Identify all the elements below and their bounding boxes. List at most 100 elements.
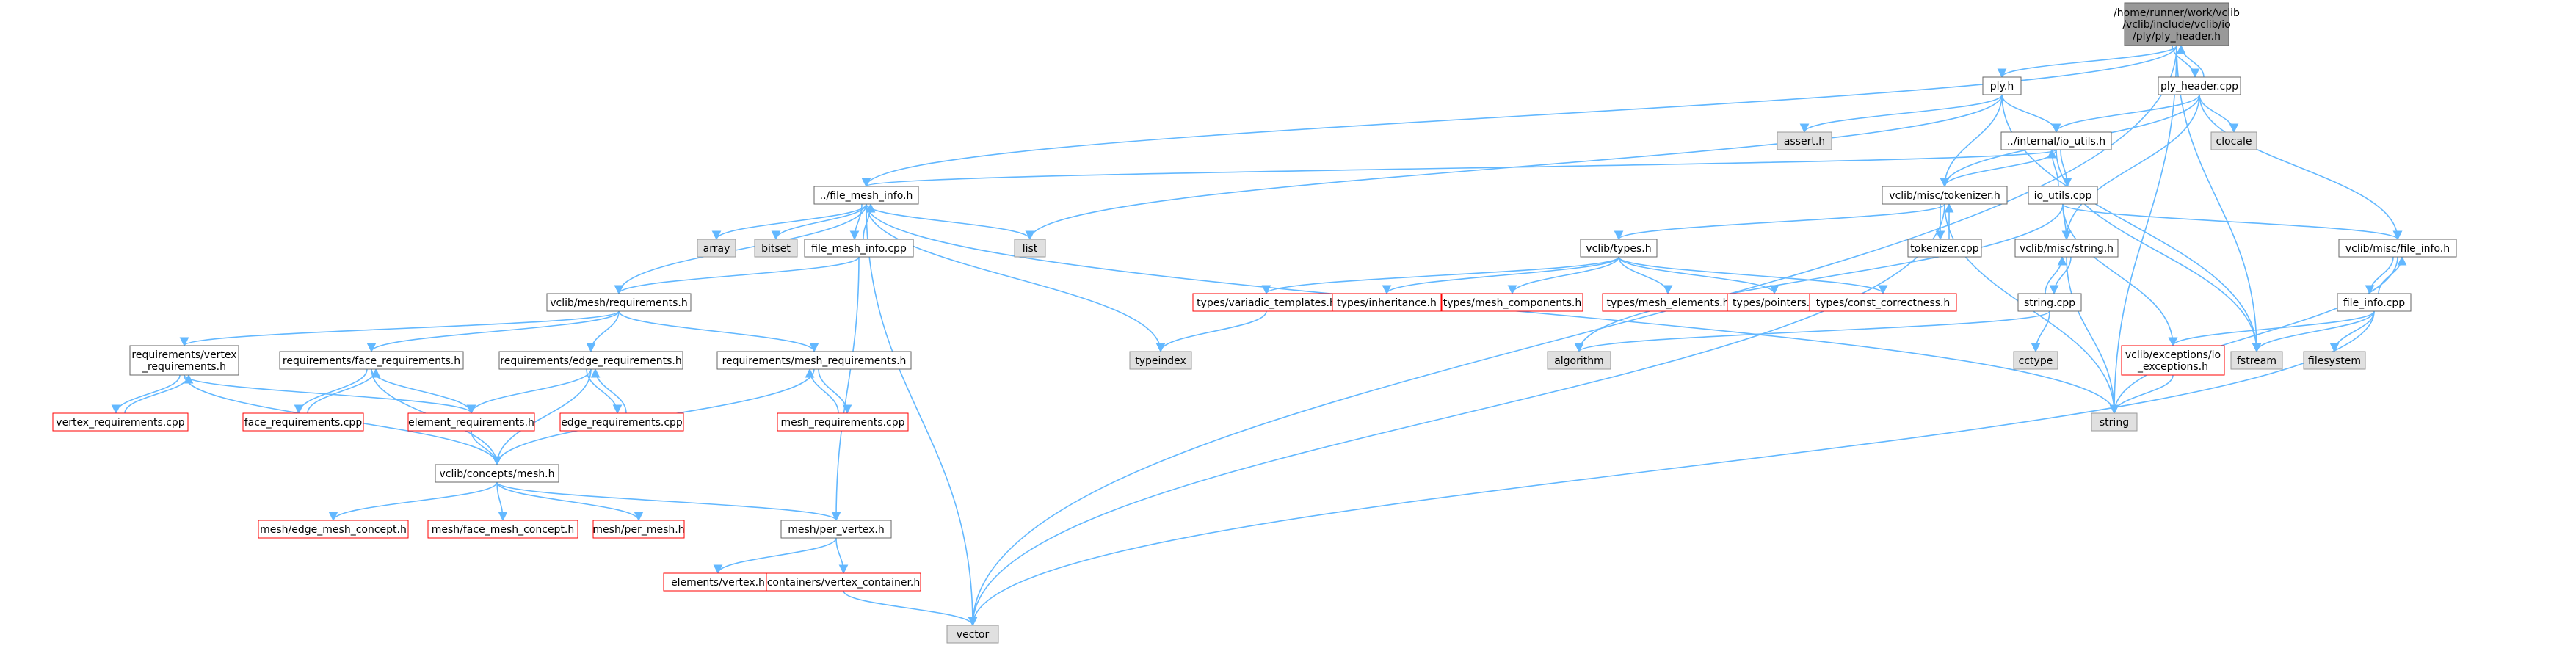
edge-misc_string_h-to-string bbox=[2066, 256, 2119, 415]
node-elements-vertex[interactable]: elements/vertex.h bbox=[663, 572, 773, 592]
edge-string_cpp-to-algorithm bbox=[1574, 310, 2050, 353]
node-array[interactable]: array bbox=[697, 239, 736, 258]
node-label: vclib/misc/tokenizer.h bbox=[1889, 190, 2000, 202]
node-label: file_info.cpp bbox=[2343, 297, 2405, 309]
node-vertex-requirements-h[interactable]: requirements/vertex_requirements.h bbox=[129, 345, 239, 376]
node-internal-io-utils[interactable]: ../internal/io_utils.h bbox=[2000, 131, 2112, 150]
edge-misc_file_info_h-to-file_info_cpp bbox=[2365, 256, 2394, 295]
edge-mesh_requirements_h-to-vertex_requirements_h bbox=[179, 310, 620, 347]
node-label: elements/vertex.h bbox=[671, 577, 765, 589]
edge-ply_h-to-assert_h bbox=[1799, 94, 2003, 134]
node-io-utils-cpp[interactable]: io_utils.cpp bbox=[2028, 186, 2098, 205]
node-box bbox=[1907, 239, 1982, 258]
node-edge-mesh-concept[interactable]: mesh/edge_mesh_concept.h bbox=[258, 520, 409, 539]
node-vector[interactable]: vector bbox=[946, 625, 999, 644]
edge-ply_h-to-internal_io_utils bbox=[2001, 94, 2061, 134]
edge-face_requirements_h-to-face_requirements_cpp bbox=[294, 368, 368, 415]
node-concepts-mesh-h[interactable]: vclib/concepts/mesh.h bbox=[435, 464, 559, 483]
edge-root-to-vector bbox=[968, 45, 2177, 627]
node-list[interactable]: list bbox=[1014, 239, 1046, 258]
node-string[interactable]: string bbox=[2091, 412, 2138, 432]
node-box bbox=[52, 412, 189, 432]
node-tokenizer-cpp[interactable]: tokenizer.cpp bbox=[1907, 239, 1982, 258]
edge-concepts_mesh_h-to-per_vertex bbox=[496, 481, 841, 522]
node-label: types/variadic_templates.h bbox=[1197, 297, 1336, 309]
node-label: string.cpp bbox=[2024, 297, 2075, 309]
node-vertex-container[interactable]: containers/vertex_container.h bbox=[766, 572, 921, 592]
node-inheritance[interactable]: types/inheritance.h bbox=[1332, 293, 1442, 312]
node-edge-requirements-cpp[interactable]: edge_requirements.cpp bbox=[559, 412, 684, 432]
node-clocale[interactable]: clocale bbox=[2210, 131, 2257, 150]
edge-mesh_requirements_h-to-face_requirements_h bbox=[366, 310, 620, 353]
node-cctype[interactable]: cctype bbox=[2013, 351, 2058, 370]
node-face-requirements-cpp[interactable]: face_requirements.cpp bbox=[242, 412, 364, 432]
node-assert-h[interactable]: assert.h bbox=[1777, 131, 1832, 150]
node-file-info-cpp[interactable]: file_info.cpp bbox=[2337, 293, 2412, 312]
node-label: vclib/misc/file_info.h bbox=[2345, 243, 2450, 255]
node-ply-header-cpp[interactable]: ply_header.cpp bbox=[2158, 76, 2241, 95]
node-box bbox=[2028, 186, 2098, 205]
node-box bbox=[946, 625, 999, 644]
node-box bbox=[1727, 293, 1822, 312]
node-fstream[interactable]: fstream bbox=[2230, 351, 2283, 370]
edge-face_requirements_cpp-to-face_requirements_h bbox=[307, 368, 381, 414]
edge-file_mesh_info_cpp-to-mesh_requirements_h bbox=[614, 256, 860, 295]
node-file-mesh-info-cpp[interactable]: file_mesh_info.cpp bbox=[804, 239, 914, 258]
node-label: mesh/per_mesh.h bbox=[592, 524, 684, 536]
node-label: cctype bbox=[2019, 355, 2053, 367]
node-filesystem[interactable]: filesystem bbox=[2303, 351, 2366, 370]
node-per-mesh[interactable]: mesh/per_mesh.h bbox=[592, 520, 685, 539]
node-face-mesh-concept[interactable]: mesh/face_mesh_concept.h bbox=[427, 520, 578, 539]
node-edge-requirements-h[interactable]: requirements/edge_requirements.h bbox=[498, 351, 683, 370]
node-label: requirements/edge_requirements.h bbox=[500, 355, 681, 367]
node-label: io_utils.cpp bbox=[2034, 190, 2092, 202]
edge-file_info_cpp-to-misc_file_info_h bbox=[2378, 255, 2407, 294]
node-face-requirements-h[interactable]: requirements/face_requirements.h bbox=[279, 351, 464, 370]
edge-root-to-fstream bbox=[2176, 45, 2262, 353]
edge-file_info_cpp-to-io_exceptions bbox=[2168, 310, 2375, 347]
node-mesh-requirements2-h[interactable]: requirements/mesh_requirements.h bbox=[716, 351, 912, 370]
node-misc-file-info-h[interactable]: vclib/misc/file_info.h bbox=[2338, 239, 2457, 258]
node-variadic-templates[interactable]: types/variadic_templates.h bbox=[1192, 293, 1340, 312]
node-per-vertex[interactable]: mesh/per_vertex.h bbox=[780, 520, 892, 539]
edge-io_utils_cpp-to-misc_file_info_h bbox=[2062, 203, 2403, 241]
node-box bbox=[435, 464, 559, 483]
node-misc-string-h[interactable]: vclib/misc/string.h bbox=[2014, 239, 2119, 258]
node-box bbox=[2210, 131, 2257, 150]
node-file-mesh-info-h[interactable]: ../file_mesh_info.h bbox=[813, 186, 919, 205]
node-label: algorithm bbox=[1554, 355, 1604, 367]
edge-vclib_types_h-to-variadic_templates bbox=[1261, 256, 1619, 295]
edge-file_mesh_info_h-to-typeindex bbox=[866, 203, 1166, 353]
edge-misc_string_h-to-string_cpp bbox=[2049, 256, 2072, 295]
node-const-correctness[interactable]: types/const_correctness.h bbox=[1809, 293, 1957, 312]
node-box bbox=[2337, 293, 2412, 312]
node-label: bitset bbox=[761, 243, 791, 255]
node-label: vector bbox=[957, 629, 990, 641]
node-element-requirements-h[interactable]: element_requirements.h bbox=[407, 412, 535, 432]
node-pointers[interactable]: types/pointers.h bbox=[1727, 293, 1822, 312]
edge-file_mesh_info_h-to-vector bbox=[866, 203, 978, 627]
node-typeindex[interactable]: typeindex bbox=[1129, 351, 1192, 370]
node-io-exceptions[interactable]: vclib/exceptions/io_exceptions.h bbox=[2121, 345, 2225, 376]
node-label: types/mesh_elements.h bbox=[1606, 297, 1729, 309]
node-box bbox=[1809, 293, 1957, 312]
node-vertex-requirements-cpp[interactable]: vertex_requirements.cpp bbox=[52, 412, 189, 432]
node-mesh-elements[interactable]: types/mesh_elements.h bbox=[1602, 293, 1734, 312]
node-vclib-types-h[interactable]: vclib/types.h bbox=[1580, 239, 1658, 258]
node-string-cpp[interactable]: string.cpp bbox=[2017, 293, 2082, 312]
node-mesh-requirements-cpp[interactable]: mesh_requirements.cpp bbox=[777, 412, 909, 432]
node-ply-h[interactable]: ply.h bbox=[1982, 76, 2022, 95]
node-label: vclib/exceptions/io bbox=[2125, 349, 2221, 361]
node-tokenizer-h[interactable]: vclib/misc/tokenizer.h bbox=[1882, 186, 2008, 205]
edge-element_requirements_h-to-concepts_mesh_h bbox=[471, 430, 502, 466]
node-bitset[interactable]: bitset bbox=[754, 239, 798, 258]
edge-ply_header_cpp-to-clocale bbox=[2199, 94, 2239, 134]
edge-mesh_requirements_h-to-mesh_requirements2_h bbox=[618, 310, 819, 353]
node-box bbox=[1014, 239, 1046, 258]
edge-file_info_cpp-to-filesystem bbox=[2329, 310, 2375, 353]
node-mesh-components[interactable]: types/mesh_components.h bbox=[1441, 293, 1583, 312]
node-root[interactable]: /home/runner/work/vclib/vclib/include/vc… bbox=[2114, 2, 2240, 46]
node-mesh-requirements-h[interactable]: vclib/mesh/requirements.h bbox=[546, 293, 692, 312]
node-box bbox=[1602, 293, 1734, 312]
node-algorithm[interactable]: algorithm bbox=[1547, 351, 1611, 370]
